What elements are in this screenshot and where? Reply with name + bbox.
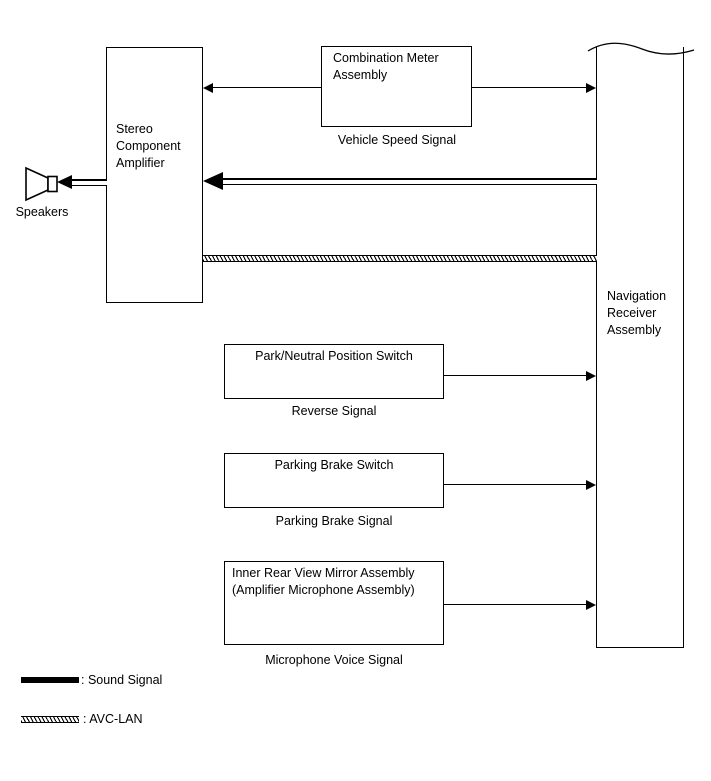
arrowhead-meter-to-amplifier: [203, 83, 213, 93]
arrowhead-sound-signal-navigation-to-amplifier: [203, 172, 223, 190]
node-inner-rear-view-mirror-assembly: [224, 561, 444, 645]
arrowhead-parking-brake-to-navigation: [586, 480, 596, 490]
speaker-icon: [25, 166, 58, 202]
node-parking-brake-switch-label: Parking Brake Switch: [274, 458, 394, 472]
arrowhead-sound-signal-amplifier-to-speakers: [57, 175, 72, 189]
line-mirror-to-navigation: [444, 604, 588, 606]
legend-sound-signal-label: : Sound Signal: [81, 673, 163, 687]
line-meter-to-amplifier: [210, 87, 322, 89]
node-stereo-component-amplifier-label: Stereo Component Amplifier: [116, 122, 181, 170]
node-park-neutral-position-switch-label: Park/Neutral Position Switch: [255, 349, 413, 363]
line-sound-signal-navigation-to-amplifier: [216, 178, 597, 185]
node-navigation-receiver-assembly: [596, 47, 684, 648]
caption-speakers: Speakers: [15, 205, 69, 219]
line-park-neutral-to-navigation: [444, 375, 588, 377]
node-combination-meter-assembly: [321, 46, 472, 127]
line-sound-signal-amplifier-to-speakers: [69, 179, 107, 186]
legend-item-sound-signal: : Sound Signal: [21, 673, 162, 687]
break-line-wavy-icon: [587, 42, 695, 55]
caption-reverse-signal: Reverse Signal: [291, 404, 377, 418]
sound-signal-swatch-icon: [21, 677, 79, 683]
line-parking-brake-to-navigation: [444, 484, 588, 486]
arrowhead-meter-to-navigation: [586, 83, 596, 93]
arrowhead-park-neutral-to-navigation: [586, 371, 596, 381]
line-meter-to-navigation: [472, 87, 588, 89]
node-navigation-receiver-assembly-label: Navigation Receiver Assembly: [607, 289, 667, 337]
node-park-neutral-position-switch: [224, 344, 444, 399]
legend-avc-lan-label: : AVC-LAN: [83, 712, 143, 726]
caption-parking-brake-signal: Parking Brake Signal: [275, 514, 393, 528]
line-avc-lan-amplifier-to-navigation: [203, 255, 597, 262]
node-combination-meter-assembly-label: Combination Meter Assembly: [333, 51, 439, 82]
arrowhead-mirror-to-navigation: [586, 600, 596, 610]
legend-item-avc-lan: : AVC-LAN: [21, 712, 143, 726]
node-stereo-component-amplifier: [106, 47, 203, 303]
caption-vehicle-speed-signal: Vehicle Speed Signal: [337, 133, 457, 147]
avc-lan-swatch-icon: [21, 715, 79, 723]
node-parking-brake-switch: [224, 453, 444, 508]
caption-microphone-voice-signal: Microphone Voice Signal: [265, 653, 403, 667]
node-inner-rear-view-mirror-assembly-label: Inner Rear View Mirror Assembly (Amplifi…: [232, 566, 415, 597]
